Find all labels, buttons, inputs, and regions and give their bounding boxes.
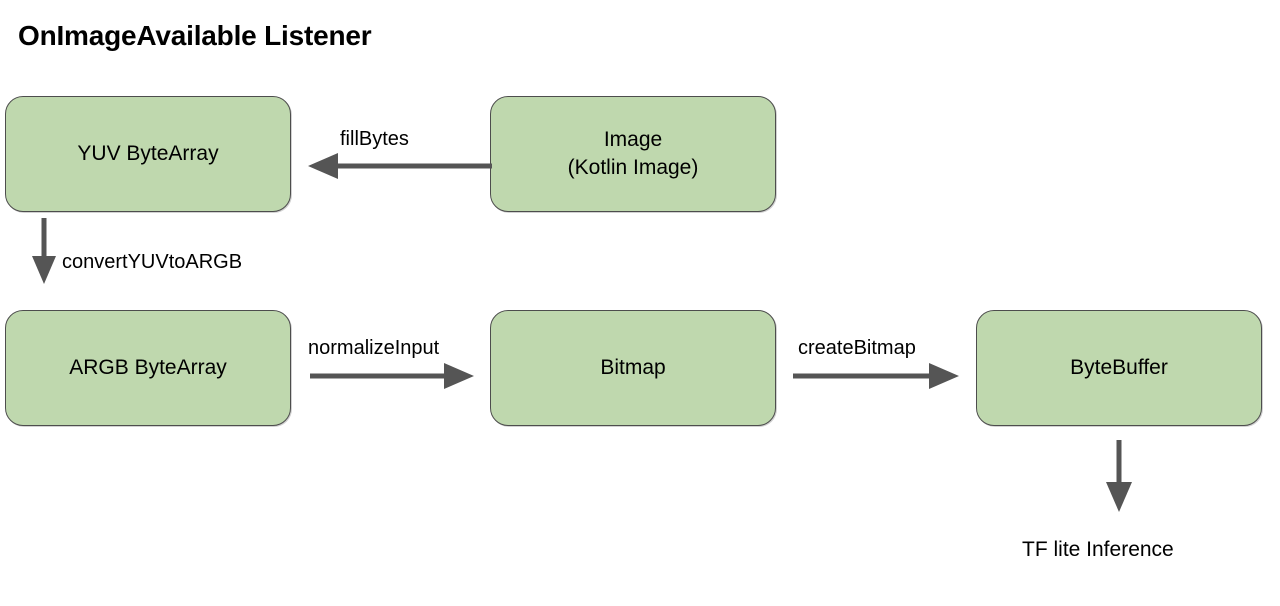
arrow-normalizeinput [310,363,474,389]
page-title: OnImageAvailable Listener [18,20,372,51]
edge-label-convertyuvtoargb: convertYUVtoARGB [62,251,243,273]
node-image-kotlin-image-label: Image (Kotlin Image) [567,128,699,179]
node-argb-bytearray-label: ARGB ByteArray [69,356,227,380]
node-bitmap[interactable]: Bitmap [490,310,776,426]
arrow-tflite-inference [1106,440,1132,512]
node-bytebuffer-label: ByteBuffer [1070,356,1168,380]
node-argb-bytearray[interactable]: ARGB ByteArray [5,310,291,426]
edge-label-createbitmap: createBitmap [798,337,916,359]
node-bitmap-label: Bitmap [600,356,666,380]
node-image-kotlin-image[interactable]: Image (Kotlin Image) [490,96,776,212]
arrow-fillbytes [308,153,492,179]
node-bytebuffer[interactable]: ByteBuffer [976,310,1262,426]
edge-label-normalizeinput: normalizeInput [308,337,440,359]
arrow-createbitmap [793,363,959,389]
edge-label-fillbytes: fillBytes [340,128,409,150]
arrow-convertyuvtoargb [32,218,56,284]
node-yuv-bytearray[interactable]: YUV ByteArray [5,96,291,212]
terminal-label-tf-lite-inference: TF lite Inference [1022,538,1174,561]
node-yuv-bytearray-label: YUV ByteArray [77,142,219,166]
